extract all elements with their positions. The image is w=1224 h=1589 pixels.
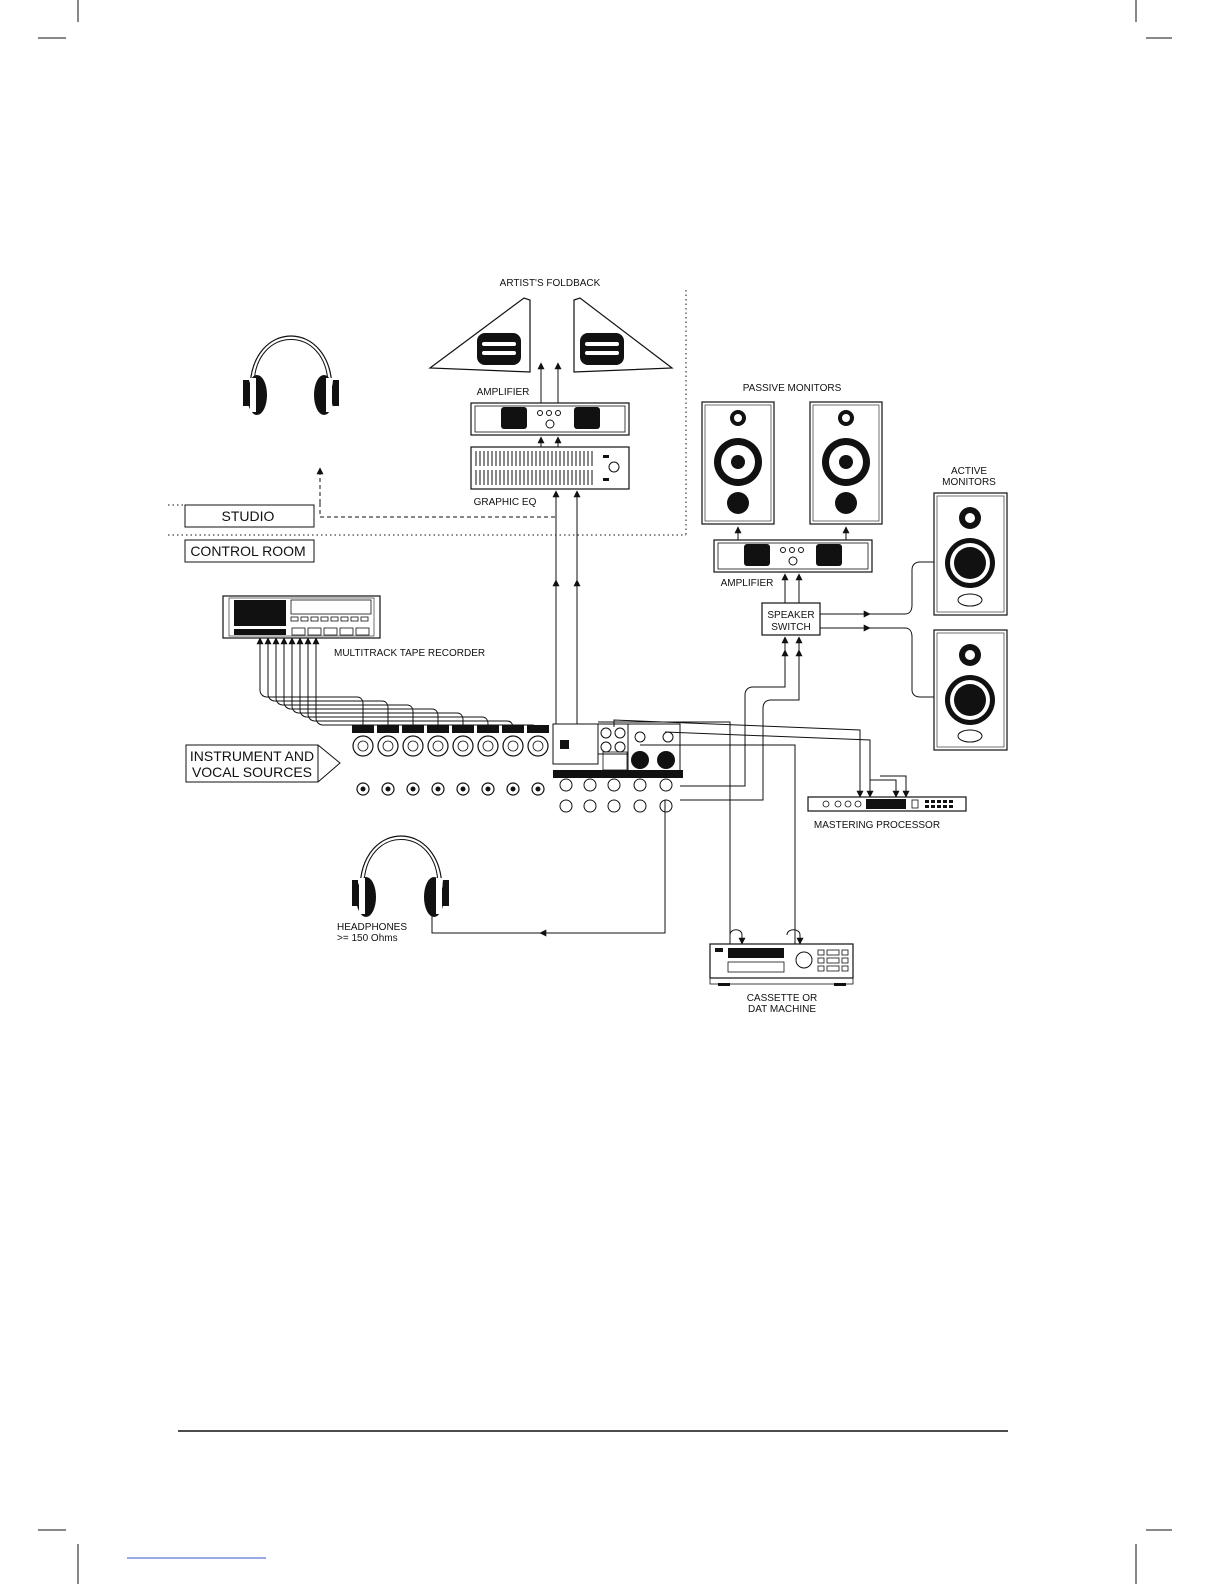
headphones-label-2: >= 150 Ohms <box>337 933 398 944</box>
graphic-eq <box>471 447 629 489</box>
control-room-label: CONTROL ROOM <box>190 543 305 559</box>
passive-monitors-label: PASSIVE MONITORS <box>743 383 842 394</box>
crop-marks <box>38 0 1172 1584</box>
control-room-box: CONTROL ROOM <box>185 540 314 562</box>
speaker-switch-label-2: SWITCH <box>771 622 810 633</box>
amplifier-top-label: AMPLIFIER <box>477 387 530 398</box>
instrument-label-2: VOCAL SOURCES <box>192 764 312 780</box>
passive-monitor-right <box>810 402 882 524</box>
active-monitors-label-1: ACTIVE <box>951 466 987 477</box>
amplifier-mid <box>714 540 872 572</box>
multitrack-label: MULTITRACK TAPE RECORDER <box>334 648 485 659</box>
instrument-sources-box: INSTRUMENT AND VOCAL SOURCES <box>186 745 340 782</box>
cassette-label-2: DAT MACHINE <box>748 1004 816 1015</box>
cassette-label-1: CASSETTE OR <box>747 993 818 1004</box>
studio-headphones <box>243 336 339 415</box>
foldback-speaker-left <box>430 298 530 372</box>
mastering-label: MASTERING PROCESSOR <box>814 820 940 831</box>
foldback-speaker-right <box>574 298 672 372</box>
mixer <box>352 724 683 812</box>
studio-box: STUDIO <box>185 505 314 527</box>
mastering-processor <box>808 797 966 811</box>
passive-monitor-left <box>702 402 774 524</box>
active-monitors-label-2: MONITORS <box>942 477 996 488</box>
instrument-label-1: INSTRUMENT AND <box>190 748 314 764</box>
active-monitor-top <box>934 493 1007 615</box>
active-monitor-bottom <box>934 630 1007 750</box>
studio-label: STUDIO <box>222 508 275 524</box>
speaker-switch-label-1: SPEAKER <box>767 610 814 621</box>
artists-foldback-label: ARTIST'S FOLDBACK <box>500 278 601 289</box>
amplifier-top <box>471 403 629 435</box>
amplifier-mid-label: AMPLIFIER <box>721 578 774 589</box>
control-room-headphones <box>352 836 449 917</box>
speaker-switch: SPEAKER SWITCH <box>762 603 820 635</box>
multitrack-tape-recorder <box>223 596 380 638</box>
cassette-dat-machine <box>710 944 853 986</box>
graphic-eq-label: GRAPHIC EQ <box>474 497 537 508</box>
headphones-label-1: HEADPHONES <box>337 922 407 933</box>
